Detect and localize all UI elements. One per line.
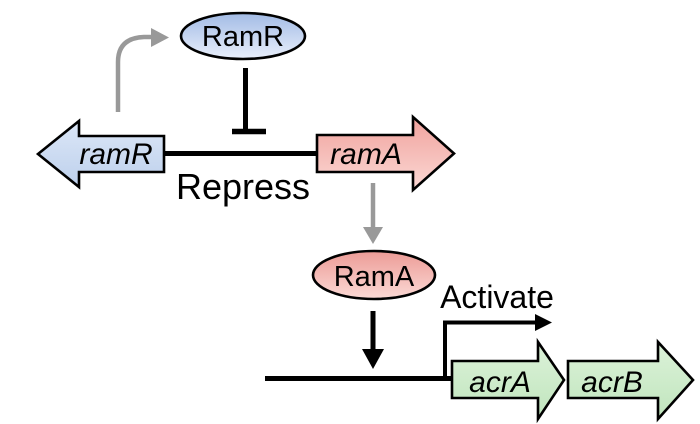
acrB-gene-label: acrB (581, 366, 643, 399)
ramR-gene-arrow (35, 118, 166, 190)
ramA-gene-node: ramA (315, 114, 456, 193)
repress-annotation: Repress (176, 166, 310, 207)
ramR-protein-label: RamR (202, 21, 284, 53)
ramA-expression-arrow-icon (363, 183, 383, 244)
promoter-arrow-shaft (443, 320, 536, 378)
ramA-activation-arrow-icon (362, 311, 384, 369)
ramA-protein-node: RamA (311, 249, 437, 301)
acrA-gene-label: acrA (469, 366, 531, 399)
ramA-protein-label: RamA (334, 261, 415, 293)
curved-arrow-shaft (115, 34, 152, 112)
activation-arrow-head (362, 349, 384, 369)
curved-arrow-head (151, 28, 169, 47)
ramA-gene-label: ramA (330, 138, 402, 171)
acrB-gene-node: acrB (566, 338, 695, 423)
acrA-gene-arrow (450, 337, 566, 424)
ramR-protein-ellipse (179, 11, 307, 61)
ramR-gene-node: ramR (35, 118, 166, 190)
activate-annotation: Activate (440, 279, 554, 315)
acrB-gene-arrow (566, 338, 695, 423)
ramR-protein-node: RamR (179, 11, 307, 61)
ramA-protein-ellipse (311, 249, 437, 301)
promoter-arrow-head (535, 314, 552, 331)
ramR-gene-label: ramR (79, 138, 152, 171)
ramR-induction-curved-arrow-icon (115, 28, 169, 112)
acrA-gene-node: acrA (450, 337, 566, 424)
ramA-gene-arrow (315, 114, 456, 193)
repression-tbar-icon (232, 68, 266, 135)
expression-arrow-head (363, 227, 383, 244)
promoter-arrow-icon (443, 314, 552, 378)
